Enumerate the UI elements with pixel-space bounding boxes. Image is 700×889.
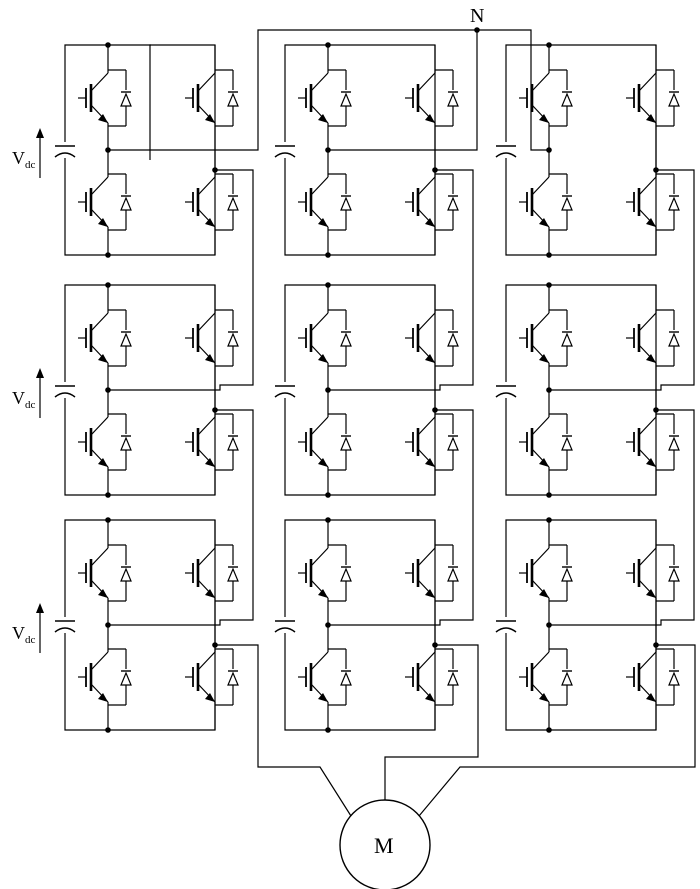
neutral-tap-c [477, 29, 549, 151]
series-link-c2-s2 [328, 409, 474, 626]
motor-circle [339, 799, 431, 889]
vdc-label-stage-3: Vdc [12, 623, 36, 646]
motor-label: M [374, 833, 394, 858]
series-link-c2-s1 [328, 169, 474, 391]
vdc-arrowhead-stage-3 [36, 603, 44, 613]
vdc-label-stage-2: Vdc [12, 388, 36, 411]
phase-output-a [215, 644, 352, 817]
series-link-c3-s2 [549, 409, 695, 626]
phase-output-b [384, 644, 479, 800]
power-cells [55, 42, 679, 733]
neutral-node-dot [474, 27, 480, 33]
neutral-bus-left [257, 29, 477, 143]
phase-output-c [418, 644, 696, 817]
interconnect-wires [108, 27, 696, 889]
vdc-arrowhead-stage-1 [36, 128, 44, 138]
series-link-c1-s1 [108, 169, 254, 391]
series-link-c1-s2 [108, 409, 254, 626]
neutral-tap-a [108, 143, 259, 151]
series-link-c3-s1 [549, 169, 695, 391]
vdc-label-stage-1: Vdc [12, 148, 36, 171]
vdc-arrowhead-stage-2 [36, 368, 44, 378]
neutral-label: N [470, 5, 484, 27]
link-top-left-mid [149, 44, 151, 160]
neutral-tap-b [328, 30, 478, 151]
h-bridge-cell-r1-c3 [496, 42, 679, 258]
